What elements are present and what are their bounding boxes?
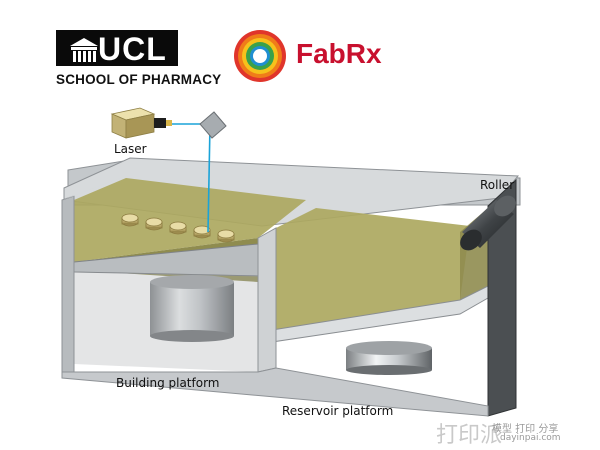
roller-label: Roller xyxy=(480,178,515,192)
roller-icon xyxy=(460,195,516,251)
watermark-logo: 打印派 xyxy=(436,423,502,448)
watermark-url: dayinpai.com xyxy=(500,433,561,443)
laser-icon xyxy=(110,107,172,139)
center-divider xyxy=(257,227,277,373)
machine-right-wall xyxy=(487,178,517,417)
building-platform-label: Building platform xyxy=(116,376,220,390)
machine-base xyxy=(61,367,489,417)
mirror-icon xyxy=(199,111,227,139)
watermark-brand: 打印派 xyxy=(436,423,502,448)
machine-left-wall xyxy=(61,195,75,377)
reservoir-platform-label: Reservoir platform xyxy=(282,404,394,418)
fabrx-logo-text: FabRx xyxy=(296,38,382,69)
building-powder-bed xyxy=(74,178,306,262)
printed-tablets xyxy=(121,213,235,243)
reservoir-powder-bed xyxy=(272,208,470,330)
laser-label: Laser xyxy=(114,142,147,156)
watermark-slogan: 模型 打印 分享 xyxy=(492,424,559,435)
school-of-pharmacy-text: SCHOOL OF PHARMACY xyxy=(56,72,222,87)
ucl-logo-text: UCL xyxy=(98,31,167,67)
building-cylinder xyxy=(150,282,234,336)
